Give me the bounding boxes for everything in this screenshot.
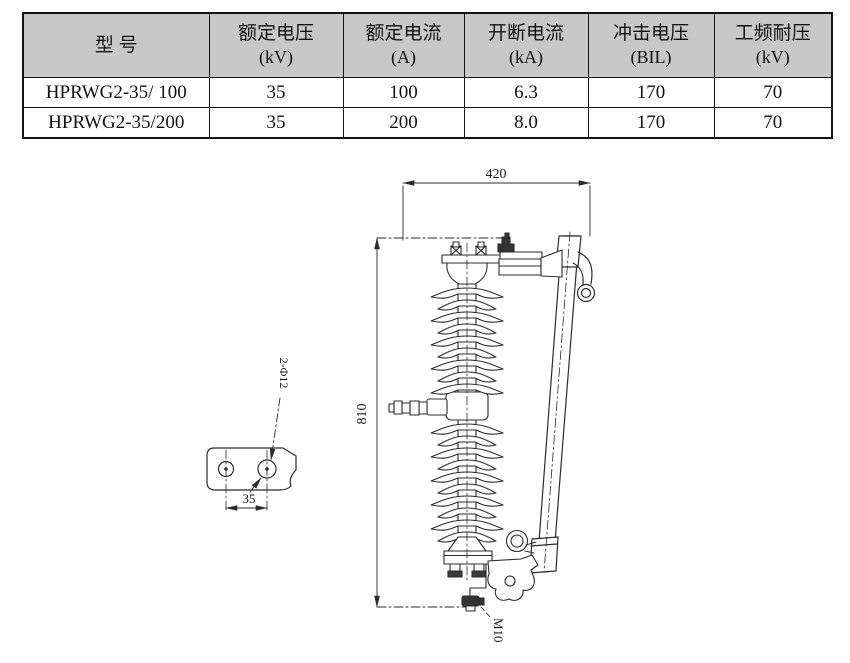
insulator-bottom-cap — [443, 550, 493, 565]
technical-drawing: 420 810 35 2-Φ12 M10 — [206, 167, 596, 643]
lower-pull-ring — [505, 529, 529, 553]
cell-rated-current: 200 — [342, 107, 465, 139]
col-header-model: 型 号 — [22, 12, 210, 78]
fuse-tube-centerline — [543, 231, 571, 573]
header-unit: (A) — [391, 47, 416, 68]
upper-terminal-bolt — [497, 232, 515, 253]
hole-diameter-label: 2-Φ12 — [277, 358, 291, 389]
hole-spacing-dimension: 35 — [225, 491, 268, 511]
dimension-420: 420 — [402, 167, 591, 241]
cell-pf-withstand: 70 — [713, 77, 833, 108]
table-row: HPRWG2-35/ 100 35 100 6.3 170 70 — [22, 77, 833, 108]
top-pull-ring — [576, 283, 596, 303]
col-header-impulse-voltage: 冲击电压(BIL) — [587, 12, 715, 78]
cell-model: HPRWG2-35/200 — [22, 107, 210, 139]
top-cap-bolt — [450, 241, 462, 256]
cell-model: HPRWG2-35/ 100 — [22, 77, 210, 108]
hole-diameter-callout: 2-Φ12 — [249, 358, 291, 493]
header-unit: (BIL) — [630, 47, 672, 68]
col-header-rated-voltage: 额定电压(kV) — [208, 12, 344, 78]
cell-rated-voltage: 35 — [208, 107, 344, 139]
header-unit: (kA) — [509, 47, 543, 68]
table-header-row: 型 号 额定电压(kV) 额定电流(A) 开断电流(kA) 冲击电压(BIL) … — [22, 12, 833, 78]
cell-impulse-voltage: 170 — [587, 77, 715, 108]
bottom-cap-bolt — [447, 563, 463, 578]
lower-contact-assembly — [461, 529, 539, 612]
cell-pf-withstand: 70 — [713, 107, 833, 139]
cell-breaking-current: 6.3 — [463, 77, 589, 108]
col-header-rated-current: 额定电流(A) — [342, 12, 465, 78]
col-header-breaking-current: 开断电流(kA) — [463, 12, 589, 78]
dim-hole-spacing-label: 35 — [243, 491, 256, 506]
dim-height-label: 810 — [355, 404, 370, 425]
spec-table: 型 号 额定电压(kV) 额定电流(A) 开断电流(kA) 冲击电压(BIL) … — [22, 12, 833, 139]
hook-curl — [504, 575, 516, 587]
cell-rated-current: 100 — [342, 77, 465, 108]
dim-width-label: 420 — [486, 167, 507, 182]
upper-contact-arm — [540, 249, 563, 278]
header-text: 冲击电压 — [612, 23, 689, 45]
cell-rated-voltage: 35 — [208, 77, 344, 108]
header-text: 型 号 — [94, 34, 138, 56]
cell-impulse-voltage: 170 — [587, 107, 715, 139]
header-text: 额定电压 — [237, 23, 314, 45]
top-cap-bolt — [475, 241, 487, 256]
bolt-size-label: M10 — [491, 618, 506, 643]
m10-terminal-bolt — [461, 595, 485, 612]
bottom-cap-bolt — [471, 563, 487, 578]
header-unit: (kV) — [755, 47, 790, 68]
header-unit: (kV) — [259, 47, 293, 68]
lower-terminal-bracket — [469, 563, 487, 597]
header-text: 工频耐压 — [734, 23, 811, 45]
col-header-pf-withstand: 工频耐压(kV) — [713, 12, 833, 78]
insulator — [388, 241, 505, 578]
header-text: 开断电流 — [487, 23, 564, 45]
upper-contact-assembly — [497, 232, 563, 278]
bolt-size-callout: M10 — [480, 606, 506, 643]
center-lines — [225, 231, 571, 583]
mounting-stud — [388, 398, 448, 416]
mounting-bracket-detail — [206, 447, 297, 491]
header-text: 额定电流 — [365, 23, 442, 45]
insulator-top-cap — [441, 254, 505, 264]
fuse-tube — [529, 235, 596, 574]
table-row: HPRWG2-35/200 35 200 8.0 170 70 — [22, 107, 833, 139]
dimension-810: 810 — [355, 237, 503, 608]
cell-breaking-current: 8.0 — [463, 107, 589, 139]
